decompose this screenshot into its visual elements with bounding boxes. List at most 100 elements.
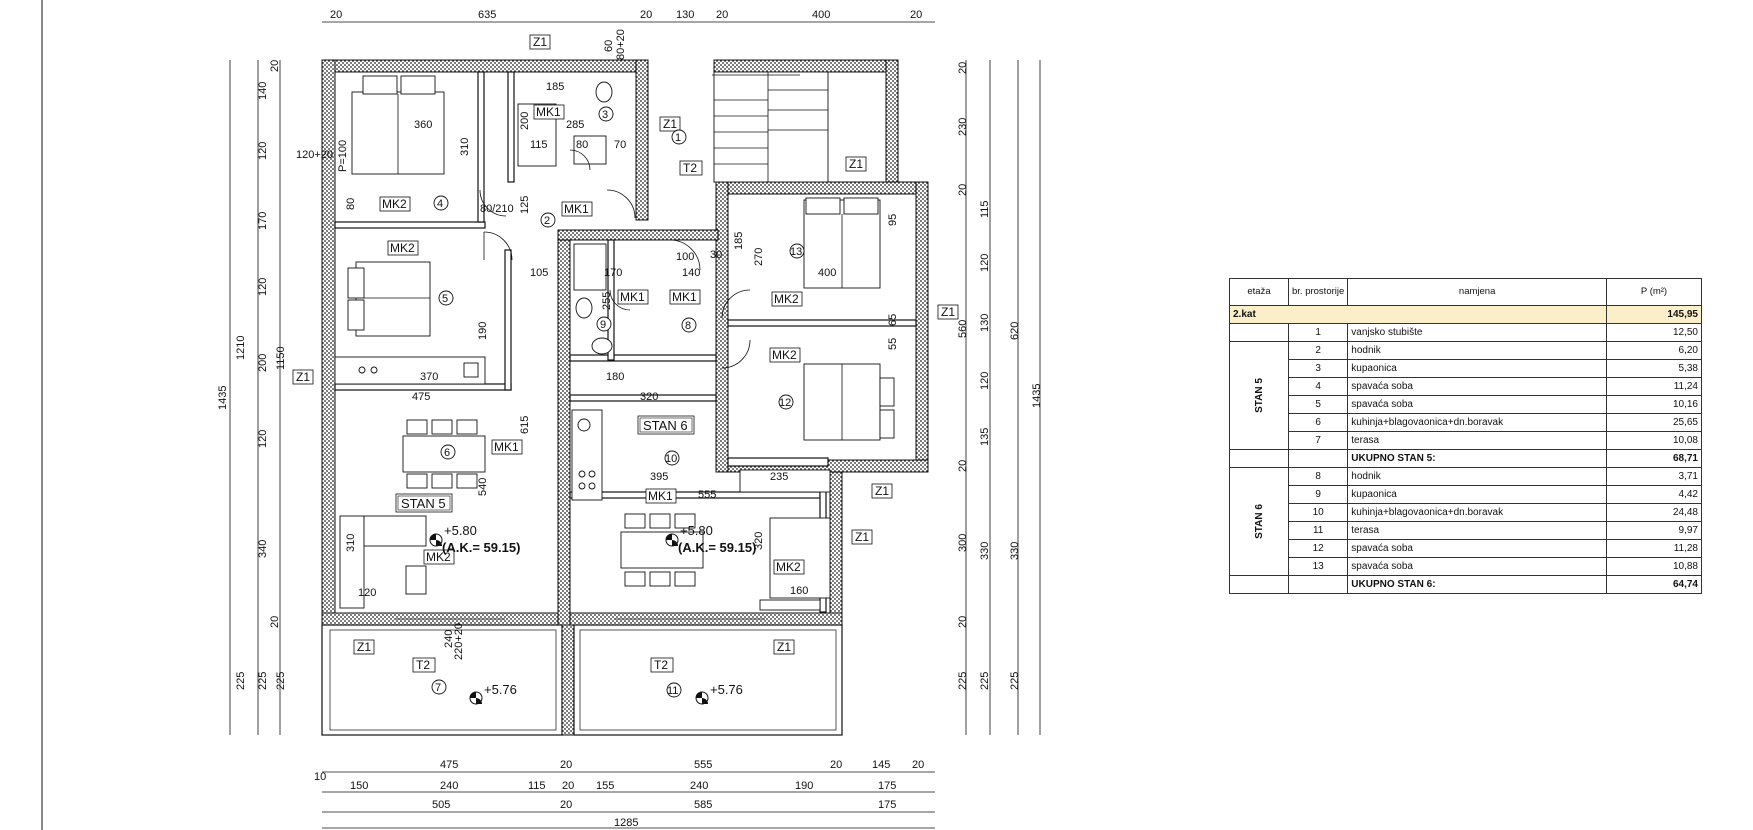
floor-label: 2.kat — [1229, 305, 1607, 324]
abs-level-stan6: (A.K.= 59.15) — [678, 540, 756, 555]
table-row: 10 kuhinja+blagovaonica+dn.boravak 24,48 — [1230, 503, 1702, 522]
dim-text: 20 — [957, 62, 969, 74]
total-label: UKUPNO STAN 6: — [1347, 575, 1607, 594]
tag-mk2: MK2 — [382, 197, 407, 211]
dim-text: 200 — [257, 354, 269, 372]
tag-mk2: MK2 — [426, 550, 451, 564]
dim-text: 310 — [345, 534, 357, 552]
dim-text: 80 — [576, 139, 588, 151]
inner-dimensions: 360 310 185 285 115 80 70 200 125 80/210… — [296, 29, 899, 660]
total-label: UKUPNO STAN 5: — [1347, 449, 1607, 468]
room-number: 7 — [435, 682, 441, 694]
level-terrace-stan5: +5.76 — [484, 682, 517, 697]
dim-text: 360 — [414, 119, 432, 131]
total-value: 68,71 — [1606, 449, 1702, 468]
row-num: 1 — [1287, 323, 1349, 342]
table-header-row: etaža br. prostorije namjena P (m²) — [1229, 278, 1702, 306]
header-br: br. prostorije — [1287, 278, 1349, 306]
dim-text: 235 — [770, 471, 788, 483]
dim-text: 175 — [878, 799, 896, 811]
header-etaza: etaža — [1229, 278, 1289, 306]
dim-text: 1150 — [275, 346, 287, 370]
dim-text: 155 — [596, 780, 614, 792]
tag-z1: Z1 — [296, 370, 310, 384]
table-row: 1 vanjsko stubište 12,50 — [1229, 323, 1702, 342]
row-name: spavaća soba — [1347, 539, 1607, 558]
dim-text: 170 — [257, 212, 269, 230]
row-area: 3,71 — [1606, 467, 1702, 486]
floor-row: 2.kat 145,95 — [1229, 305, 1702, 324]
dim-text: 120 — [979, 254, 991, 272]
dim-text: 225 — [979, 672, 991, 690]
row-name: terasa — [1347, 521, 1607, 540]
header-p: P (m²) — [1606, 278, 1702, 306]
dim-text: 95 — [887, 214, 899, 226]
dim-text: 55 — [887, 338, 899, 350]
dim-text: 150 — [350, 780, 368, 792]
room-number: 11 — [667, 685, 678, 697]
tag-z1: Z1 — [357, 640, 371, 654]
dim-text: 140 — [682, 267, 700, 279]
dim-text: 120 — [358, 587, 376, 599]
row-num: 2 — [1287, 341, 1349, 360]
dim-text: 370 — [420, 371, 438, 383]
tag-z1: Z1 — [777, 640, 791, 654]
row-num: 12 — [1287, 539, 1349, 558]
dim-text: 185 — [546, 81, 564, 93]
dim-text: 220+20 — [453, 623, 465, 660]
dim-text: 330 — [979, 542, 991, 560]
area-table: etaža br. prostorije namjena P (m²) 2.ka… — [1229, 278, 1702, 594]
room-number: 12 — [779, 397, 791, 409]
row-num: 13 — [1287, 557, 1349, 576]
dim-text: 400 — [812, 9, 830, 21]
table-row: 11 terasa 9,97 — [1230, 521, 1702, 540]
tag-mk1: MK1 — [672, 290, 697, 304]
dim-text: 20 — [957, 184, 969, 196]
dim-text: 60 — [603, 40, 615, 52]
door-swings — [479, 149, 751, 369]
dim-text: 310 — [459, 138, 471, 156]
dim-text: 20 — [269, 60, 281, 72]
row-area: 10,08 — [1606, 431, 1702, 450]
row-name: kuhinja+blagovaonica+dn.boravak — [1347, 503, 1607, 522]
room-number: 2 — [544, 215, 550, 227]
empty-cell — [1229, 449, 1289, 468]
total-value: 64,74 — [1606, 575, 1702, 594]
dim-text: 560 — [957, 320, 969, 338]
dim-text: 20 — [269, 616, 281, 628]
level-terrace-stan6: +5.76 — [710, 682, 743, 697]
table-row: STAN 6 8 hodnik 3,71 — [1229, 467, 1702, 576]
dim-text: 20 — [957, 616, 969, 628]
dim-text: 100 — [676, 251, 694, 263]
dim-text: 20 — [560, 799, 572, 811]
dim-text: 540 — [477, 478, 489, 496]
room-number: 8 — [685, 320, 691, 332]
row-name: kuhinja+blagovaonica+dn.boravak — [1347, 413, 1607, 432]
tag-z1: Z1 — [533, 35, 547, 49]
tag-mk1: MK1 — [564, 202, 589, 216]
row-name: vanjsko stubište — [1347, 323, 1607, 342]
table-row: 7 terasa 10,08 — [1230, 431, 1702, 450]
dim-text: 125 — [519, 196, 531, 214]
dim-text: 285 — [566, 119, 584, 131]
group-stan6-label: STAN 6 — [1253, 504, 1265, 539]
table-row: 3 kupaonica 5,38 — [1230, 359, 1702, 378]
dim-text: 20 — [562, 780, 574, 792]
room-number: 5 — [442, 293, 448, 305]
row-name: terasa — [1347, 431, 1607, 450]
tag-mk1: MK1 — [536, 105, 561, 119]
dim-text: 120+20 — [296, 149, 333, 161]
dim-text: 20 — [560, 759, 572, 771]
dim-text: 475 — [440, 759, 458, 771]
tag-z1: Z1 — [663, 117, 677, 131]
dim-text: 200 — [519, 112, 531, 130]
tag-z1: Z1 — [855, 530, 869, 544]
dim-text: 240 — [443, 630, 455, 648]
empty-cell — [1229, 323, 1289, 342]
row-area: 10,16 — [1606, 395, 1702, 414]
level-markers: +5.80 (A.K.= 59.15) +5.80 (A.K.= 59.15) … — [429, 523, 756, 705]
tag-mk1: MK1 — [494, 440, 519, 454]
top-dimensions: 20 635 20 130 20 400 20 — [330, 9, 922, 21]
dim-text: 105 — [530, 267, 548, 279]
